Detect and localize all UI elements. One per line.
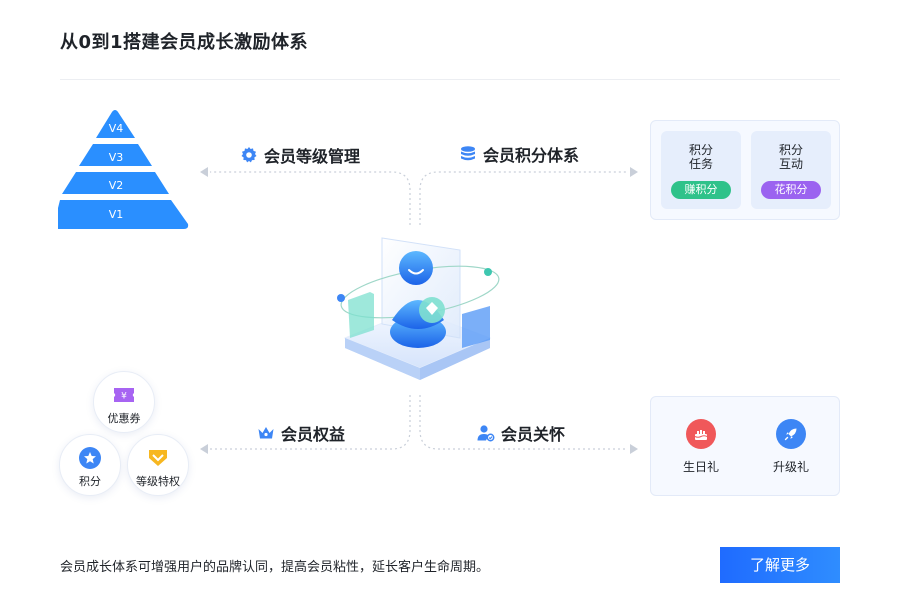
cake-icon	[686, 419, 716, 449]
care-birthday-label: 生日礼	[682, 460, 719, 474]
crown-icon	[258, 427, 274, 439]
member-hero-illustration	[330, 220, 500, 395]
section-benefits: 会员权益	[257, 421, 345, 445]
star-icon	[79, 447, 101, 469]
care-upgrade-label: 升级礼	[772, 460, 809, 474]
section-benefits-label: 会员权益	[281, 425, 346, 444]
level-pyramid: V4 V3 V2 V1	[58, 108, 190, 232]
rocket-icon	[776, 419, 806, 449]
points-task-card[interactable]: 积分 任务 赚积分	[661, 131, 741, 209]
page-title: 从0到1搭建会员成长激励体系	[60, 32, 309, 53]
svg-text:¥: ¥	[121, 392, 127, 402]
title-divider	[60, 79, 840, 80]
benefit-points[interactable]: 积分	[59, 434, 121, 496]
benefit-coupon[interactable]: ¥ 优惠券	[93, 371, 155, 433]
diamond-chevron-icon	[147, 447, 169, 469]
pyramid-level-v4: V4	[108, 122, 124, 135]
database-coins-icon	[461, 146, 475, 161]
points-panel: 积分 任务 赚积分 积分 互动 花积分	[650, 120, 840, 220]
care-birthday[interactable]: 生日礼	[666, 419, 736, 475]
section-care: 会员关怀	[477, 421, 565, 445]
section-level-management: 会员等级管理	[240, 143, 360, 167]
care-panel: 生日礼 升级礼	[650, 396, 840, 496]
section-care-label: 会员关怀	[501, 425, 566, 444]
coupon-icon: ¥	[113, 384, 135, 406]
benefit-points-label: 积分	[79, 475, 101, 488]
section-points-system-label: 会员积分体系	[483, 146, 580, 165]
spend-points-badge[interactable]: 花积分	[761, 181, 821, 199]
benefit-level-privilege-label: 等级特权	[136, 475, 180, 488]
points-interaction-title: 积分 互动	[778, 143, 803, 171]
user-care-icon	[477, 425, 495, 442]
points-task-title: 积分 任务	[688, 143, 713, 171]
section-points-system: 会员积分体系	[459, 142, 579, 166]
gear-icon	[241, 147, 257, 163]
care-upgrade[interactable]: 升级礼	[756, 419, 826, 475]
benefit-coupon-label: 优惠券	[107, 412, 141, 425]
learn-more-button[interactable]: 了解更多	[720, 547, 840, 583]
benefit-level-privilege[interactable]: 等级特权	[127, 434, 189, 496]
section-level-management-label: 会员等级管理	[264, 147, 361, 166]
footer-description: 会员成长体系可增强用户的品牌认同，提高会员粘性，延长客户生命周期。	[60, 560, 490, 575]
points-interaction-card[interactable]: 积分 互动 花积分	[751, 131, 831, 209]
earn-points-badge[interactable]: 赚积分	[671, 181, 731, 199]
pyramid-level-v3: V3	[108, 151, 124, 164]
pyramid-level-v2: V2	[108, 179, 124, 192]
pyramid-level-v1: V1	[108, 208, 124, 221]
